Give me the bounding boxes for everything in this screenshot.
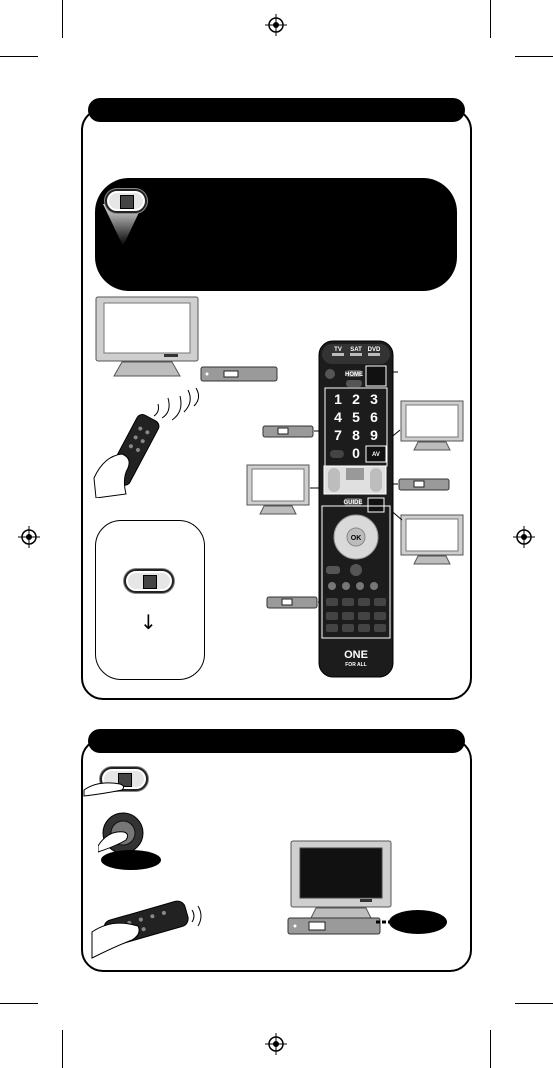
registration-mark-icon bbox=[265, 14, 287, 36]
crop-mark bbox=[0, 1003, 38, 1004]
device-key-sat[interactable]: SAT bbox=[350, 347, 362, 353]
last-button[interactable] bbox=[330, 450, 344, 458]
key-9[interactable]: 9 bbox=[370, 427, 378, 443]
set-top-box-icon bbox=[398, 478, 450, 491]
panel-setup-header bbox=[88, 98, 465, 122]
device-key-tv[interactable]: TV bbox=[334, 347, 342, 353]
ok-button-label: OK bbox=[351, 535, 362, 542]
registration-mark-icon bbox=[265, 1033, 287, 1055]
remote-control: TV SAT DVD HOME 1 2 3 4 5 6 7 8 9 0 AV G… bbox=[318, 340, 394, 678]
registration-mark-icon bbox=[18, 526, 40, 548]
tv-icon bbox=[95, 296, 199, 377]
black-oval-label bbox=[101, 850, 161, 870]
instruction-box bbox=[95, 178, 457, 291]
set-top-box-icon bbox=[200, 366, 278, 382]
hand-remote-icon bbox=[91, 900, 202, 959]
brand-logo: ONE bbox=[344, 649, 368, 661]
registration-mark-icon bbox=[513, 526, 535, 548]
key-4[interactable]: 4 bbox=[334, 409, 342, 425]
dashed-connector bbox=[376, 920, 396, 924]
set-top-box-icon bbox=[287, 917, 381, 935]
leader-lines bbox=[310, 371, 403, 603]
setup-switch-button[interactable] bbox=[105, 189, 147, 213]
exit-button[interactable] bbox=[326, 566, 340, 574]
crop-mark bbox=[0, 56, 38, 57]
key-2[interactable]: 2 bbox=[352, 391, 360, 407]
crop-mark bbox=[490, 0, 491, 38]
switch-knob bbox=[118, 773, 132, 787]
home-button-label: HOME bbox=[345, 372, 363, 378]
tv-icon bbox=[246, 464, 310, 515]
crop-mark bbox=[515, 1003, 553, 1004]
key-8[interactable]: 8 bbox=[352, 427, 360, 443]
info-button[interactable] bbox=[346, 380, 362, 387]
device-key-dvd[interactable]: DVD bbox=[368, 347, 381, 353]
panel-test-header bbox=[88, 729, 465, 753]
key-7[interactable]: 7 bbox=[334, 427, 342, 443]
tv-icon bbox=[400, 400, 464, 451]
key-1[interactable]: 1 bbox=[334, 391, 342, 407]
switch-knob bbox=[143, 575, 157, 589]
round-button-press-icon bbox=[98, 812, 144, 854]
key-6[interactable]: 6 bbox=[370, 409, 378, 425]
text-button[interactable] bbox=[367, 497, 385, 513]
crop-mark bbox=[62, 1030, 63, 1068]
key-0[interactable]: 0 bbox=[352, 445, 360, 461]
power-button[interactable] bbox=[325, 369, 335, 379]
setup-button[interactable] bbox=[350, 564, 362, 576]
brand-logo-sub: FOR ALL bbox=[345, 662, 366, 668]
set-top-box-icon bbox=[266, 596, 318, 609]
highlight-frame bbox=[365, 365, 387, 387]
tv-icon bbox=[290, 840, 392, 921]
black-oval-label bbox=[389, 910, 447, 934]
hand-remote-icon bbox=[93, 414, 160, 498]
setup-switch-button[interactable] bbox=[124, 569, 174, 593]
light-beam-icon bbox=[103, 204, 143, 246]
key-3[interactable]: 3 bbox=[370, 391, 378, 407]
signal-waves-icon bbox=[153, 387, 200, 421]
mute-button[interactable] bbox=[346, 468, 364, 480]
home-button[interactable] bbox=[346, 370, 362, 377]
volume-rocker[interactable] bbox=[328, 468, 340, 492]
tv-icon bbox=[400, 514, 464, 565]
guide-button-label: GUIDE bbox=[343, 500, 362, 506]
av-button[interactable] bbox=[365, 445, 387, 463]
key-5[interactable]: 5 bbox=[352, 409, 360, 425]
crop-mark bbox=[490, 1030, 491, 1068]
channel-rocker[interactable] bbox=[370, 468, 382, 492]
switch-knob bbox=[120, 195, 134, 209]
hand-icon bbox=[83, 782, 125, 797]
crop-mark bbox=[62, 0, 63, 38]
ok-button[interactable] bbox=[346, 527, 366, 547]
down-arrow-icon: ↓ bbox=[140, 610, 157, 634]
crop-mark bbox=[515, 56, 553, 57]
guide-button[interactable] bbox=[344, 498, 362, 506]
set-top-box-icon bbox=[262, 425, 314, 438]
av-button-label: AV bbox=[372, 452, 380, 458]
callout-box bbox=[95, 520, 205, 680]
